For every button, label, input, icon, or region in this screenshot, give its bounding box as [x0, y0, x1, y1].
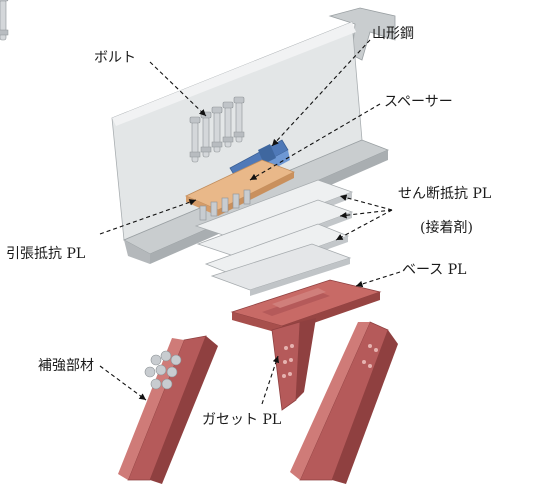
beam-lower-face [124, 240, 150, 264]
label-bolt: ボルト [94, 50, 136, 66]
base-plate-grey [210, 243, 352, 296]
leader-shear-2 [339, 209, 393, 219]
base-pl-assembly [230, 279, 382, 411]
gusset-plate [271, 321, 301, 411]
leader-shear-1 [339, 194, 393, 211]
beam-top-flange [328, 7, 396, 61]
label-base-pl: ベース PL [402, 262, 466, 278]
leader-lines [99, 39, 401, 405]
reinforcement-member-left [118, 335, 218, 484]
labels: ボルト 山形鋼 スペーサー せん断抵抗 PL (接着剤) 引張抵抗 PL ベース… [6, 26, 491, 428]
label-tension-pl: 引張抵抗 PL [6, 246, 85, 262]
leader-shear-3 [335, 209, 393, 241]
label-spacer: スペーサー [384, 94, 453, 110]
leader-gusset-pl [261, 355, 280, 405]
reinforcement-member-right [290, 321, 398, 484]
label-angle-steel: 山形鋼 [372, 26, 414, 42]
leader-tension-pl [99, 199, 197, 235]
label-adhesive: (接着剤) [420, 219, 473, 236]
leader-base-pl [355, 271, 401, 288]
label-reinforcement: 補強部材 [38, 358, 94, 374]
label-shear-pl: せん断抵抗 PL [398, 186, 491, 202]
bolt-set-upper [0, 0, 245, 163]
bolt-cluster [144, 350, 182, 390]
beam-web-top-edge [112, 22, 356, 126]
leader-angle-steel [271, 39, 371, 147]
bolt-set-lower [199, 189, 251, 221]
leader-bolt [149, 61, 207, 117]
label-gusset-pl: ガセット PL [202, 412, 281, 428]
leader-reinforcement [99, 365, 147, 401]
